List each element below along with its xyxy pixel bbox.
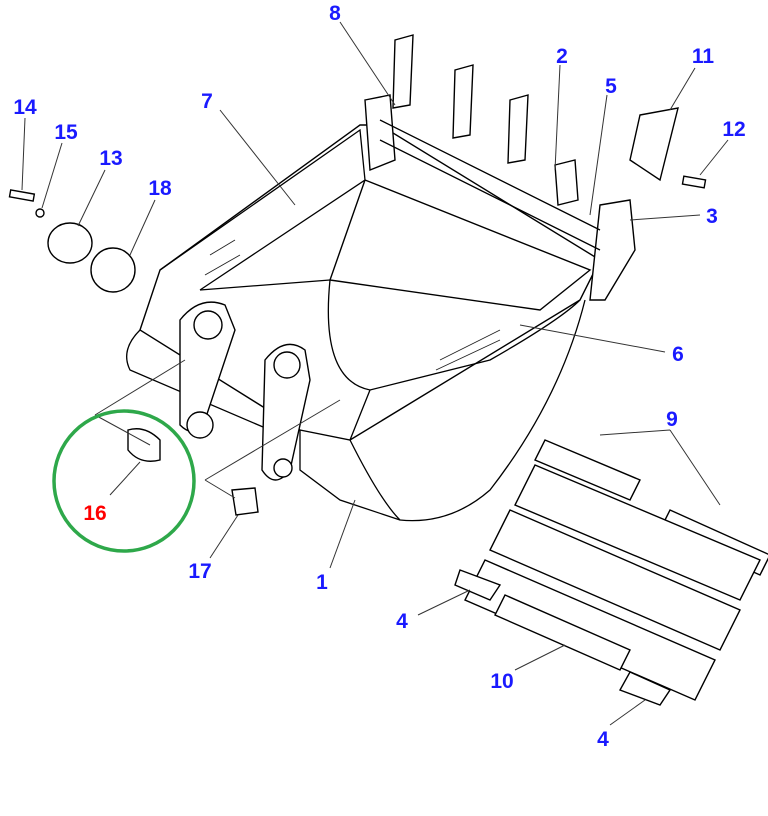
label-12[interactable]: 12 — [722, 118, 745, 141]
washer-15 — [35, 208, 45, 218]
label-18[interactable]: 18 — [148, 177, 172, 200]
label-7[interactable]: 7 — [201, 90, 213, 113]
bucket-teeth — [364, 34, 636, 301]
label-14[interactable]: 14 — [13, 96, 37, 119]
label-5[interactable]: 5 — [605, 75, 617, 98]
pin-12 — [681, 175, 707, 189]
label-2[interactable]: 2 — [556, 45, 568, 68]
leader-lines — [21, 21, 729, 726]
bolt-14 — [8, 189, 36, 202]
label-8[interactable]: 8 — [329, 2, 341, 25]
loose-parts — [8, 107, 707, 516]
label-3[interactable]: 3 — [706, 205, 718, 228]
label-15[interactable]: 15 — [54, 121, 78, 144]
label-11[interactable]: 11 — [692, 45, 715, 68]
label-9[interactable]: 9 — [666, 408, 678, 431]
label-4b[interactable]: 4 — [597, 728, 609, 751]
label-16-highlighted[interactable]: 16 — [83, 502, 106, 525]
label-4a[interactable]: 4 — [396, 610, 408, 633]
wear-plates — [454, 439, 768, 706]
label-17[interactable]: 17 — [188, 560, 211, 583]
label-1[interactable]: 1 — [316, 571, 328, 594]
bushing-16 — [127, 428, 161, 462]
tooth-11 — [629, 107, 679, 182]
label-13[interactable]: 13 — [99, 147, 122, 170]
bucket-body — [126, 124, 601, 522]
bushing-17 — [231, 487, 259, 516]
highlight-circle — [52, 409, 196, 553]
part-13 — [47, 222, 93, 264]
part-18 — [90, 247, 136, 293]
label-6[interactable]: 6 — [672, 343, 684, 366]
label-10[interactable]: 10 — [490, 670, 513, 693]
